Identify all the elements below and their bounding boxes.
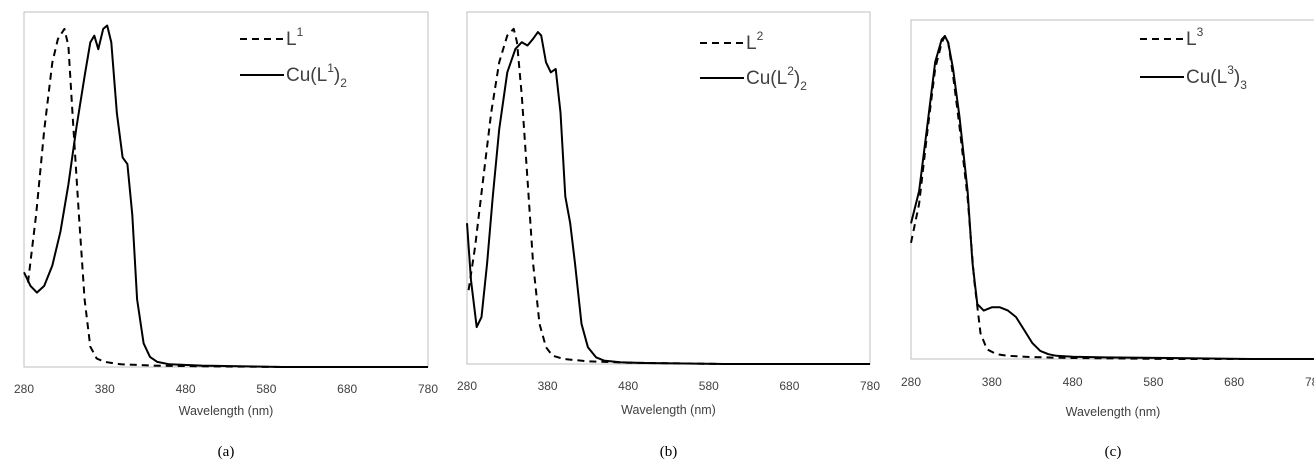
- legend-sup-text: 3: [1227, 63, 1234, 77]
- plot-frame: [23, 11, 429, 368]
- plot-frame: [910, 19, 1314, 360]
- legend-entry: Cu(L1)2: [240, 61, 347, 90]
- x-axis-label: Wavelength (nm): [1066, 405, 1161, 419]
- x-tick-label: 380: [95, 382, 115, 396]
- x-tick-label: 280: [457, 379, 477, 393]
- legend-sup-text: 1: [327, 61, 334, 75]
- legend-base-text: L: [286, 29, 297, 50]
- series-line-complex: [910, 35, 1314, 360]
- x-tick-label: 680: [337, 382, 357, 396]
- x-tick-label: 780: [1305, 375, 1314, 389]
- x-tick-label: 580: [256, 382, 276, 396]
- legend-label: L2: [746, 29, 764, 54]
- x-tick-label: 280: [14, 382, 34, 396]
- legend-sup-text: 2: [787, 64, 794, 78]
- legend-label: Cu(L2)2: [746, 64, 807, 93]
- x-tick-label: 280: [901, 375, 921, 389]
- x-tick-label: 780: [418, 382, 438, 396]
- legend-label: Cu(L3)3: [1186, 63, 1247, 92]
- legend-close-text: ): [794, 68, 800, 89]
- legend-sub-text: 2: [340, 76, 347, 90]
- x-axis-label: Wavelength (nm): [621, 403, 716, 417]
- legend-close-text: ): [1234, 67, 1240, 88]
- legend-entry: L1: [240, 25, 304, 50]
- legend-close-text: ): [334, 65, 340, 86]
- legend-sup-text: 3: [1197, 25, 1204, 39]
- legend-base-text: Cu(L: [286, 65, 327, 86]
- legend-sub-text: 2: [800, 79, 807, 93]
- x-tick-label: 480: [176, 382, 196, 396]
- legend-entry: L3: [1140, 25, 1204, 50]
- legend-base-text: L: [746, 33, 757, 54]
- legend-sup-text: 2: [757, 29, 764, 43]
- x-tick-label: 380: [538, 379, 558, 393]
- x-tick-label: 580: [1143, 375, 1163, 389]
- series-line-complex: [466, 31, 870, 365]
- legend-sup-text: 1: [297, 25, 304, 39]
- plot-frame: [466, 11, 871, 365]
- panel-caption: (a): [218, 444, 235, 460]
- legend-base-text: Cu(L: [746, 68, 787, 89]
- x-tick-label: 480: [618, 379, 638, 393]
- x-tick-label: 780: [860, 379, 880, 393]
- legend-label: L3: [1186, 25, 1204, 50]
- legend-base-text: L: [1186, 29, 1197, 50]
- series-line-complex: [23, 24, 428, 368]
- legend-base-text: Cu(L: [1186, 67, 1227, 88]
- x-tick-label: 680: [1224, 375, 1244, 389]
- legend-entry: L2: [700, 29, 764, 54]
- panel-caption: (b): [660, 444, 678, 460]
- legend-label: L1: [286, 25, 304, 50]
- x-tick-label: 680: [779, 379, 799, 393]
- legend-entry: Cu(L2)2: [700, 64, 807, 93]
- x-tick-label: 380: [982, 375, 1002, 389]
- legend-label: Cu(L1)2: [286, 61, 347, 90]
- x-axis-label: Wavelength (nm): [179, 404, 274, 418]
- x-tick-label: 580: [699, 379, 719, 393]
- legend-entry: Cu(L3)3: [1140, 63, 1247, 92]
- panel-caption: (c): [1105, 444, 1122, 460]
- legend-sub-text: 3: [1240, 78, 1247, 92]
- x-tick-label: 480: [1063, 375, 1083, 389]
